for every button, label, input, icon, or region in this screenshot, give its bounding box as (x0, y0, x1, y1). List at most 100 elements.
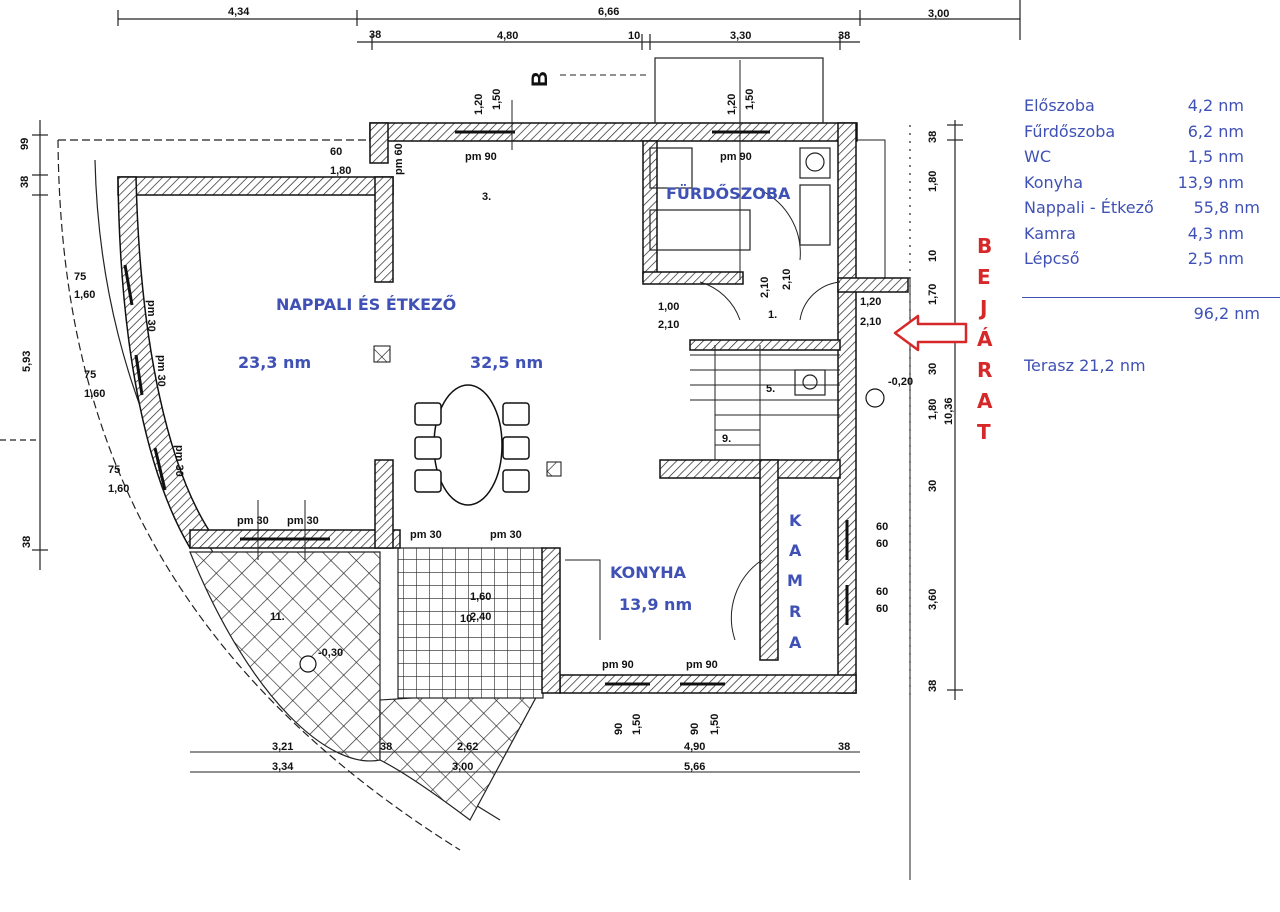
terrace-right-edge (855, 139, 911, 880)
dim-right-10: 38 (927, 680, 939, 692)
legend-value: 4,2 nm (1187, 96, 1244, 115)
column-marks (373, 345, 562, 477)
legend-divider (1022, 297, 1280, 298)
win-label-pm30e: pm 30 (287, 515, 319, 527)
room-label-nappali-right-area: 32,5 nm (470, 353, 543, 372)
win-label-90a: 90 (613, 723, 625, 735)
win-label-150b: 1,50 (709, 714, 721, 735)
entrance-letter: E (977, 265, 991, 289)
bathroom-fixtures (649, 147, 831, 396)
legend-row: Nappali - Étkező 55,8 nm (1022, 198, 1272, 224)
win-label-150a: 1,50 (631, 714, 643, 735)
entrance-letter: B (977, 234, 992, 258)
win-label-160b: 1,60 (84, 388, 105, 400)
entrance-letter: J (978, 296, 987, 320)
dim-top-8: 38 (838, 30, 850, 42)
win-label-pm60: pm 60 (393, 143, 405, 175)
door-label-210a: 2,10 (658, 319, 679, 331)
legend-name: Lépcső (1024, 249, 1080, 268)
win-label-pm1: pm 90 (465, 151, 497, 163)
dim-bottom-7: 3,00 (452, 761, 473, 773)
win-label-160c: 1,60 (108, 483, 129, 495)
win-label-75c: 75 (108, 464, 120, 476)
win-label-75a: 75 (74, 271, 86, 283)
win-label-pm30d: pm 30 (237, 515, 269, 527)
legend-terrace: Terasz 21,2 nm (1024, 356, 1146, 375)
dim-right-1: 38 (927, 131, 939, 143)
legend-name: Konyha (1024, 172, 1084, 192)
dim-top-4: 38 (369, 29, 381, 41)
dim-right-5: 30 (927, 363, 939, 375)
win-label-pm30c: pm 30 (173, 445, 185, 477)
dim-bottom-3: 2,62 (457, 741, 478, 753)
win-label-60d: 60 (876, 603, 888, 615)
level-markers (299, 388, 885, 673)
legend-row: Lépcső 2,5 nm (1022, 249, 1272, 275)
level-terrace: -0,30 (318, 647, 343, 659)
win-label-pm30a: pm 30 (145, 300, 157, 332)
terrace-11 (189, 551, 381, 762)
dim-right-6: 1,80 (927, 399, 939, 420)
dim-top-6: 10 (628, 30, 640, 42)
terrace-11-lower (379, 689, 542, 821)
dim-right-2: 1,80 (927, 171, 939, 192)
door-label-210b: 2,10 (759, 277, 771, 298)
entrance-letter: R (977, 358, 992, 382)
room-number-10: 10. (460, 613, 475, 625)
legend-row: Fűrdőszoba 6,2 nm (1022, 122, 1272, 148)
kamra-letter: M (787, 571, 803, 590)
dim-right-3: 10 (927, 250, 939, 262)
win-label-pm30f: pm 30 (410, 529, 442, 541)
door-label-210c: 2,10 (781, 269, 793, 290)
level-entrance: -0,20 (888, 376, 913, 388)
legend-value: 13,9 nm (1177, 172, 1244, 192)
legend-total: 96,2 nm (1193, 304, 1260, 323)
door-label-240: 2,40 (470, 611, 491, 623)
entrance-letter: Á (977, 327, 993, 351)
legend-name: Fűrdőszoba (1024, 121, 1116, 141)
win-label-w2: 1,50 (744, 89, 756, 110)
kamra-letter: A (789, 541, 802, 560)
win-label-180: 1,80 (330, 165, 351, 177)
legend-value: 55,8 nm (1193, 198, 1260, 217)
win-label-60a: 60 (876, 521, 888, 533)
dim-right-8: 30 (927, 480, 939, 492)
entrance-letter: T (977, 420, 991, 444)
room-label-kamra: K A M R A (787, 511, 803, 652)
dim-bottom-8: 5,66 (684, 761, 705, 773)
windows (123, 130, 849, 686)
win-label-60b: 60 (876, 538, 888, 550)
legend-name: Előszoba (1024, 96, 1095, 115)
dim-top-7: 3,30 (730, 30, 751, 42)
dim-top-3: 3,00 (928, 8, 949, 20)
win-label-pm90b: pm 90 (686, 659, 718, 671)
dim-bottom-6: 3,34 (272, 761, 294, 773)
terrace-outline (57, 139, 461, 851)
legend-value: 6,2 nm (1187, 121, 1244, 141)
door-label-100: 1,00 (658, 301, 679, 313)
win-label-160a: 1,60 (74, 289, 95, 301)
legend-row: Konyha 13,9 nm (1022, 173, 1272, 199)
legend-name: Nappali - Étkező (1024, 198, 1154, 217)
room-number-3: 3. (482, 191, 491, 203)
legend-value: 1,5 nm (1187, 147, 1244, 166)
right-dimension-lines (909, 120, 963, 700)
terrace-10 (397, 547, 544, 699)
top-dimension-lines (117, 0, 1021, 50)
dim-left-4: 38 (21, 536, 33, 548)
room-label-nappali: NAPPALI ÉS ÉTKEZŐ (276, 294, 456, 314)
room-label-furdoszoba: FÜRDŐSZOBA (666, 183, 791, 203)
legend-value: 2,5 nm (1187, 249, 1244, 268)
room-number-11: 11. (270, 611, 285, 623)
dim-bottom-4: 4,90 (684, 741, 705, 753)
dim-left-3: 5,93 (21, 351, 33, 372)
door-label-210d: 2,10 (860, 316, 881, 328)
win-label-h2: 1,20 (726, 94, 738, 115)
entrance-arrow (893, 314, 968, 352)
win-label-75b: 75 (84, 369, 96, 381)
section-mark: B (527, 71, 552, 87)
room-number-9: 9. (722, 433, 731, 445)
